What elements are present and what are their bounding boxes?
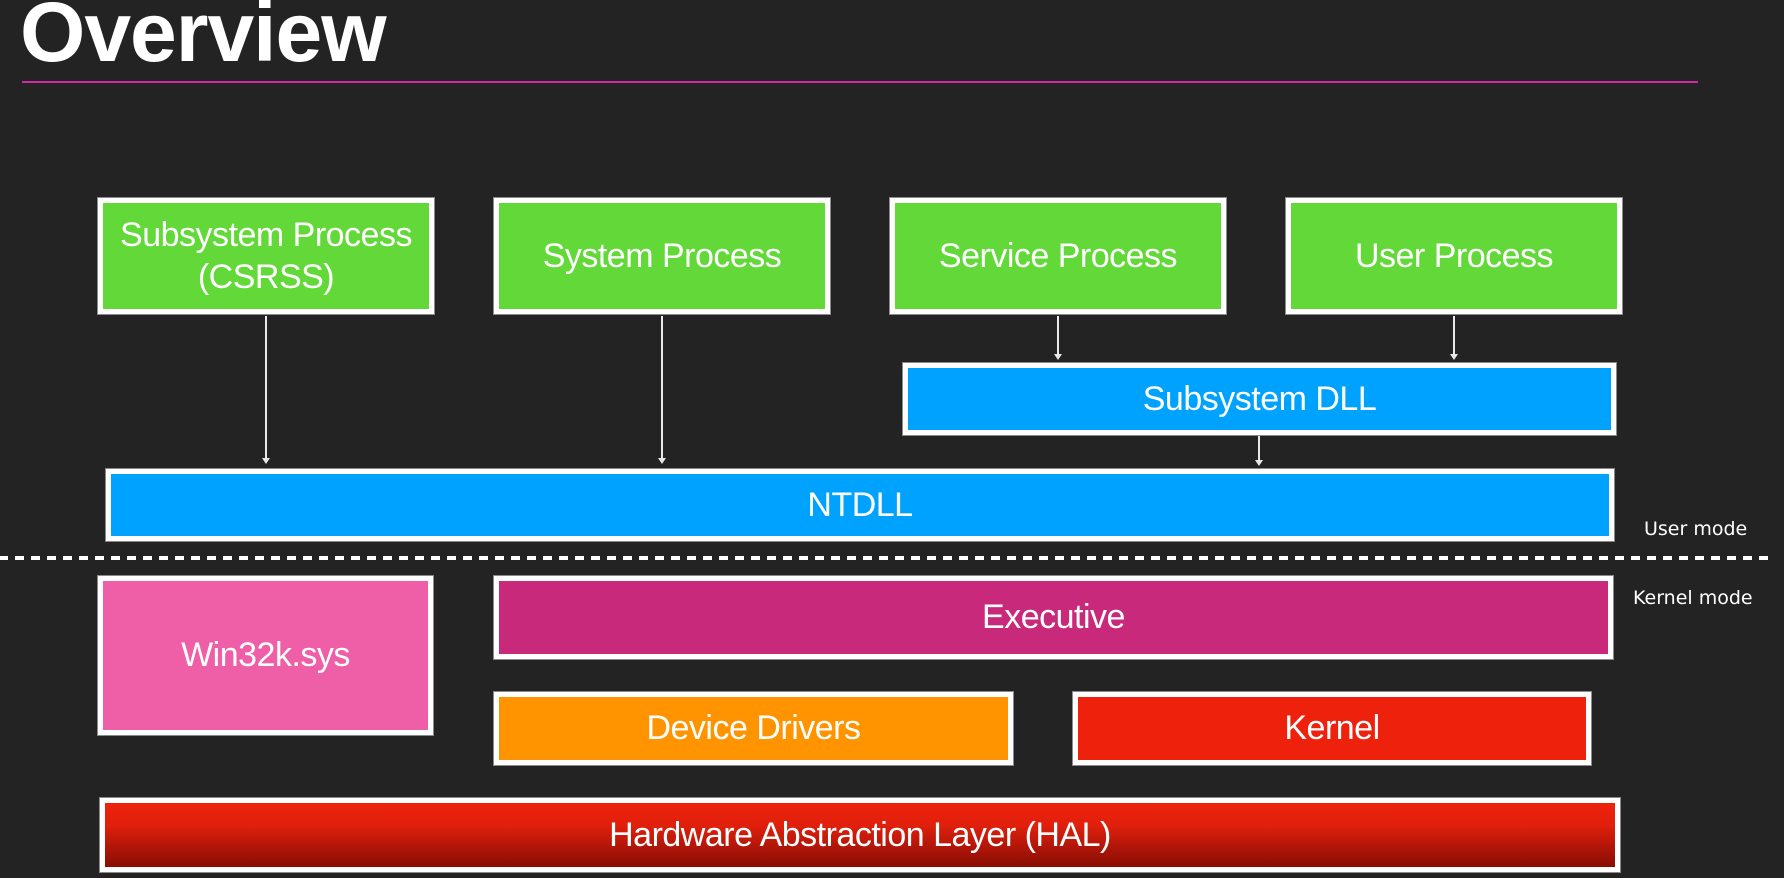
- user-mode-label: User mode: [1644, 518, 1748, 540]
- service-process-box: Service Process: [889, 197, 1227, 315]
- win32k-box: Win32k.sys: [97, 575, 434, 736]
- arrow-csrss-to-ntdll: [262, 316, 270, 464]
- device-drivers-box: Device Drivers: [493, 691, 1014, 766]
- hal-label: Hardware Abstraction Layer (HAL): [609, 815, 1111, 854]
- subsystem-process-box: Subsystem Process (CSRSS): [97, 197, 435, 315]
- hal-box: Hardware Abstraction Layer (HAL): [99, 797, 1621, 873]
- executive-box: Executive: [493, 575, 1614, 660]
- service-process-label: Service Process: [938, 236, 1178, 275]
- system-process-label: System Process: [542, 236, 782, 275]
- subsystem-dll-box: Subsystem DLL: [902, 362, 1617, 436]
- user-kernel-divider: [0, 556, 1768, 560]
- slide-title: Overview: [20, 0, 387, 79]
- ntdll-label: NTDLL: [807, 485, 913, 524]
- user-process-label: User Process: [1354, 236, 1554, 275]
- kernel-mode-label: Kernel mode: [1633, 587, 1753, 609]
- arrow-dll-to-ntdll: [1255, 436, 1263, 466]
- ntdll-box: NTDLL: [105, 468, 1615, 542]
- kernel-box: Kernel: [1072, 691, 1592, 766]
- arrow-user-to-dll: [1450, 316, 1458, 360]
- arrow-system-to-ntdll: [658, 316, 666, 464]
- win32k-label: Win32k.sys: [181, 636, 350, 675]
- subsystem-process-label: Subsystem Process: [120, 215, 412, 254]
- subsystem-dll-label: Subsystem DLL: [1142, 379, 1377, 418]
- device-drivers-label: Device Drivers: [646, 709, 861, 748]
- title-underline: [22, 81, 1698, 83]
- user-process-box: User Process: [1285, 197, 1623, 315]
- system-process-box: System Process: [493, 197, 831, 315]
- subsystem-process-sublabel: (CSRSS): [197, 258, 335, 296]
- arrow-service-to-dll: [1054, 316, 1062, 360]
- executive-label: Executive: [982, 598, 1125, 637]
- kernel-label: Kernel: [1284, 709, 1380, 748]
